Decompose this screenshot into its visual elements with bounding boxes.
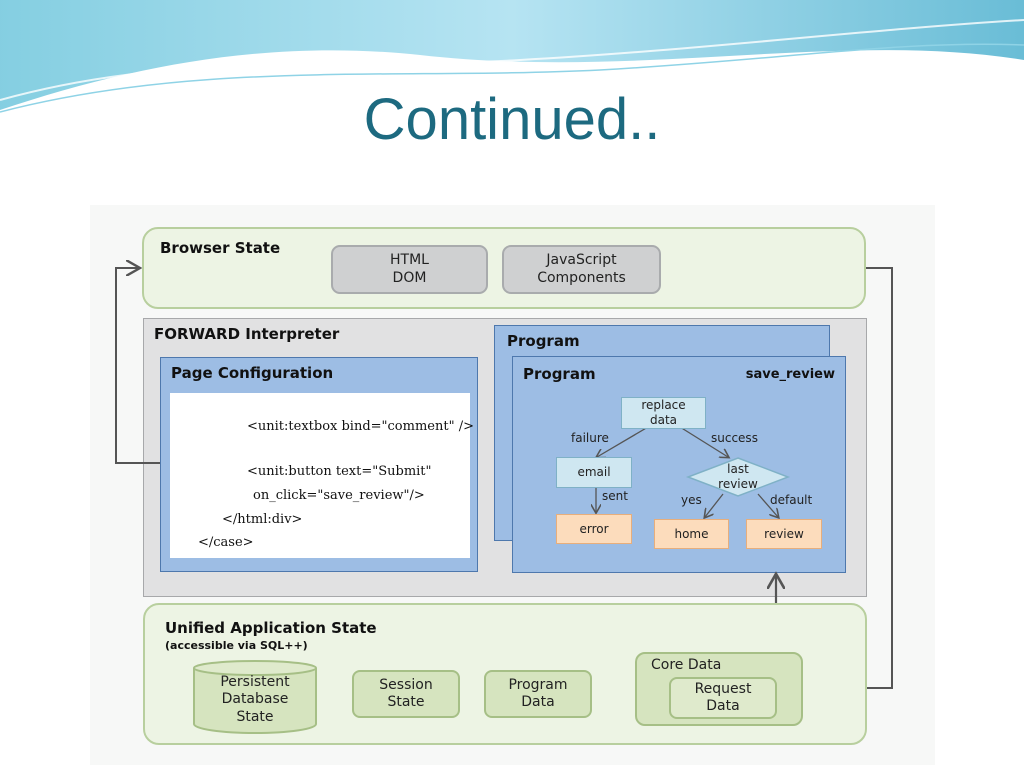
unified-state-sublabel: (accessible via SQL++): [165, 639, 308, 652]
failure-edge-label: failure: [571, 431, 609, 445]
browser-state-label: Browser State: [160, 239, 281, 257]
last-review-node: last review: [718, 462, 758, 491]
code-line: <unit:button text="Submit": [247, 464, 432, 479]
replace-data-node: replace data: [621, 397, 706, 429]
program-front-label: Program: [523, 365, 596, 383]
program-name-label: save_review: [745, 367, 835, 382]
core-data-label: Core Data: [651, 657, 722, 673]
default-edge-label: default: [770, 493, 813, 507]
sent-edge-label: sent: [602, 489, 628, 503]
last-review-decision-shape: [685, 457, 791, 497]
forward-interpreter-label: FORWARD Interpreter: [154, 325, 340, 343]
email-node: email: [556, 457, 632, 488]
page-configuration-label: Page Configuration: [171, 364, 334, 382]
persistent-database-state-label: Persistent Database State: [220, 673, 290, 725]
code-panel: <unit:textbox bind="comment" /> <unit:bu…: [170, 393, 474, 558]
yes-edge-label: yes: [681, 493, 702, 507]
request-data-node: Request Data: [669, 677, 777, 719]
slide-title: Continued..: [363, 87, 661, 152]
error-node: error: [556, 514, 632, 544]
session-state-node: Session State: [352, 670, 460, 718]
code-line: on_click="save_review"/>: [253, 488, 425, 503]
html-dom-node: HTML DOM: [331, 245, 488, 294]
review-node: review: [746, 519, 822, 549]
left-loop-arrow: [115, 268, 160, 464]
code-line: </html:div>: [222, 512, 303, 527]
code-line: </case>: [198, 535, 254, 550]
unified-state-label: Unified Application State: [165, 619, 377, 637]
home-node: home: [654, 519, 729, 549]
browser-state-box: Browser State: [142, 227, 866, 309]
database-cylinder-icon: [193, 660, 317, 734]
success-edge-label: success: [711, 431, 758, 445]
javascript-components-node: JavaScript Components: [502, 245, 661, 294]
header-wave-decoration: [0, 0, 1024, 113]
program-data-node: Program Data: [484, 670, 592, 718]
program-back-label: Program: [507, 332, 580, 350]
code-line: <unit:textbox bind="comment" />: [247, 419, 474, 434]
